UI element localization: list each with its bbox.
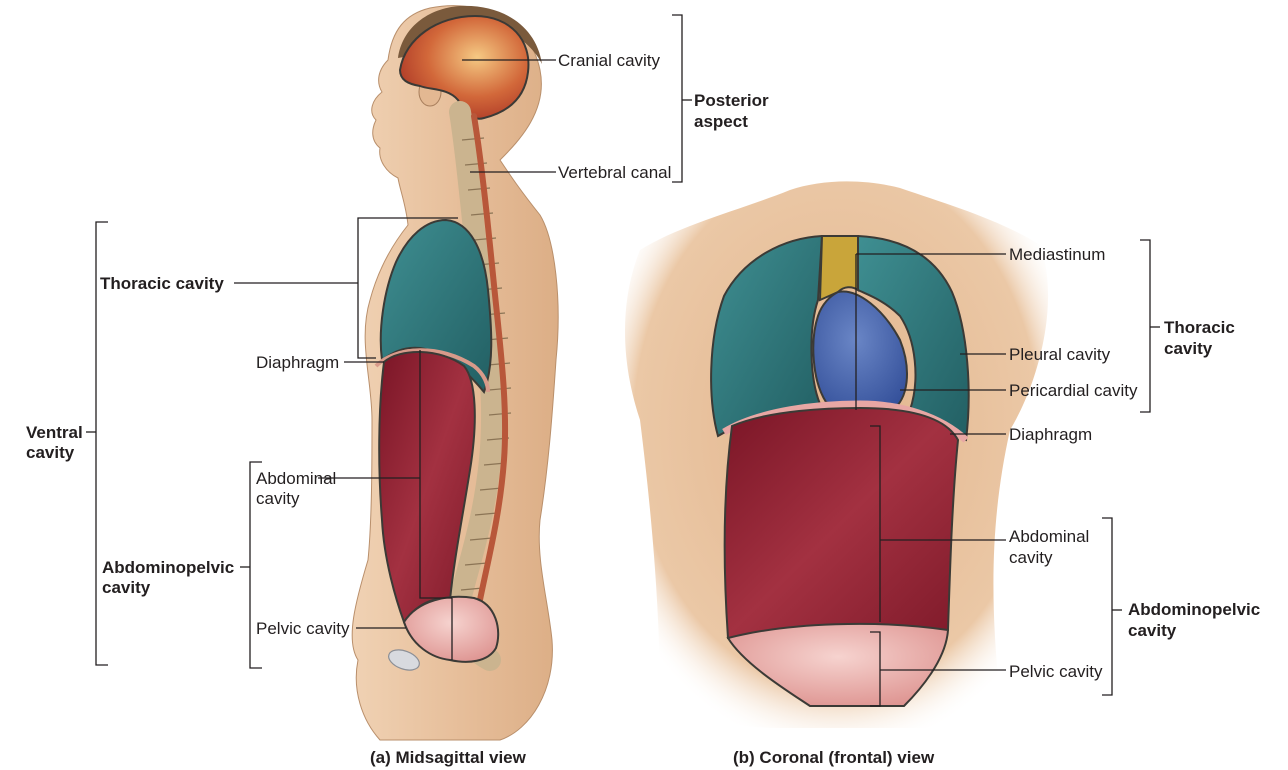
midsagittal-leaders <box>86 14 692 669</box>
label-abdominal-b-line1: Abdominal <box>1009 527 1089 546</box>
left-lung-region <box>710 234 824 438</box>
label-abdominopelvic-a-line2: cavity <box>102 578 151 597</box>
midsagittal-figure <box>351 5 559 741</box>
label-posterior-line1: Posterior <box>694 91 769 110</box>
label-pleural-cavity: Pleural cavity <box>1009 345 1111 364</box>
label-thoracic-cavity: Thoracic cavity <box>100 274 224 293</box>
label-pelvic-cavity-a: Pelvic cavity <box>256 619 350 638</box>
coronal-abdominal-region <box>723 406 960 640</box>
coronal-pelvic-region <box>726 622 950 707</box>
label-thoracic-b-line1: Thoracic <box>1164 318 1235 337</box>
label-ventral-line1: Ventral <box>26 423 83 442</box>
label-vertebral-canal: Vertebral canal <box>558 163 671 182</box>
label-abdominal-a-line2: cavity <box>256 489 300 508</box>
label-mediastinum: Mediastinum <box>1009 245 1105 264</box>
hair <box>398 5 542 64</box>
label-cranial-cavity: Cranial cavity <box>558 51 661 70</box>
pubic-bone <box>388 649 420 671</box>
label-abdominopelvic-b-line2: cavity <box>1128 621 1177 640</box>
caption-midsagittal: (a) Midsagittal view <box>370 748 527 767</box>
label-abdominopelvic-b-line1: Abdominopelvic <box>1128 600 1260 619</box>
label-posterior-line2: aspect <box>694 112 748 131</box>
label-pericardial-cavity: Pericardial cavity <box>1009 381 1138 400</box>
coronal-leaders <box>855 239 1160 707</box>
label-abdominal-b-line2: cavity <box>1009 548 1053 567</box>
label-diaphragm-b: Diaphragm <box>1009 425 1092 444</box>
coronal-figure <box>625 181 1049 729</box>
label-diaphragm-a: Diaphragm <box>256 353 339 372</box>
label-abdominal-a-line1: Abdominal <box>256 469 336 488</box>
caption-coronal: (b) Coronal (frontal) view <box>733 748 935 767</box>
label-abdominopelvic-a-line1: Abdominopelvic <box>102 558 234 577</box>
label-thoracic-b-line2: cavity <box>1164 339 1213 358</box>
label-pelvic-cavity-b: Pelvic cavity <box>1009 662 1103 681</box>
cranial-cavity-region <box>398 14 530 120</box>
label-ventral-line2: cavity <box>26 443 75 462</box>
